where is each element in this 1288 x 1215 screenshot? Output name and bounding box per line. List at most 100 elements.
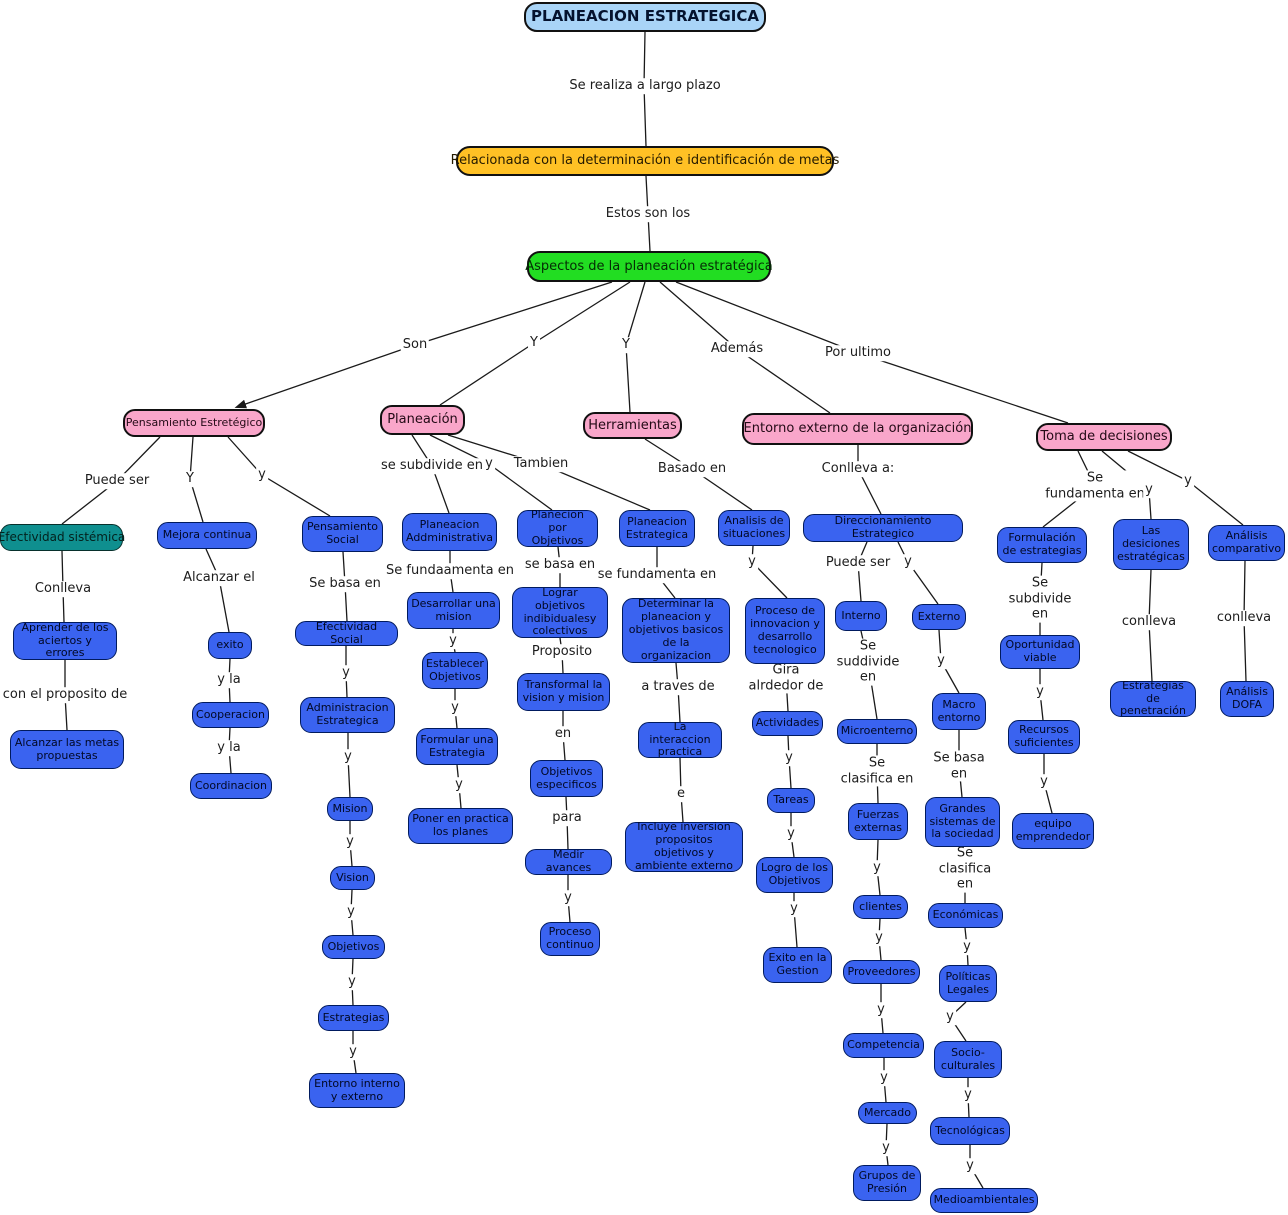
link-label[interactable]: y xyxy=(785,826,797,842)
node-tareas[interactable]: Tareas xyxy=(767,788,815,813)
node-equipo-emprendedor[interactable]: equipo emprendedor xyxy=(1012,813,1094,849)
link-label[interactable]: e xyxy=(675,786,687,802)
node-planecion-por-objetivos[interactable]: Planecion por Objetivos xyxy=(517,508,598,547)
node-analisis-dofa[interactable]: Análisis DOFA xyxy=(1220,681,1274,717)
node-economicas[interactable]: Económicas xyxy=(928,903,1003,928)
link-label[interactable]: y xyxy=(1143,482,1155,498)
link-label[interactable]: Proposito xyxy=(529,644,595,660)
link-label[interactable]: y xyxy=(875,1002,887,1018)
link-label[interactable]: con el proposito de xyxy=(0,687,130,703)
link-label[interactable]: y xyxy=(962,1087,974,1103)
node-socio-culturales[interactable]: Socio-culturales xyxy=(934,1041,1002,1078)
node-aprender-aciertos[interactable]: Aprender de los aciertos y errores xyxy=(13,621,117,660)
link-label[interactable]: y xyxy=(878,1070,890,1086)
link-label[interactable]: y xyxy=(449,700,461,716)
link-label[interactable]: y xyxy=(344,834,356,850)
node-objetivos[interactable]: Objetivos xyxy=(322,935,385,959)
node-entorno-interno-externo[interactable]: Entorno interno y externo xyxy=(309,1073,405,1108)
node-exito-gestion[interactable]: Exito en la Gestion xyxy=(763,947,832,983)
link-label[interactable]: y xyxy=(783,750,795,766)
node-tecnologicas[interactable]: Tecnológicas xyxy=(930,1117,1010,1145)
link-label[interactable]: y xyxy=(453,777,465,793)
node-interno[interactable]: Interno xyxy=(835,601,887,631)
node-politicas-legales[interactable]: Políticas Legales xyxy=(939,965,997,1002)
node-establecer-objetivos[interactable]: Establecer Objetivos xyxy=(422,652,488,689)
link-label[interactable]: y xyxy=(256,467,268,483)
node-transformal[interactable]: Transformal la vision y mision xyxy=(517,673,610,711)
link-label[interactable]: Conlleva xyxy=(32,581,94,597)
link-label[interactable]: y xyxy=(873,930,885,946)
node-aspectos[interactable]: Aspectos de la planeación estratégica xyxy=(525,251,773,282)
link-label[interactable]: Son xyxy=(400,337,430,353)
link-label[interactable]: Se realiza a largo plazo xyxy=(567,78,723,94)
link-label[interactable]: Se basa en xyxy=(931,750,987,782)
node-mision[interactable]: Mision xyxy=(327,797,373,821)
link-label[interactable]: Se clasifica en xyxy=(838,755,916,787)
node-relacionada-metas[interactable]: Relacionada con la determinación e ident… xyxy=(451,146,839,176)
node-competencia[interactable]: Competencia xyxy=(843,1033,924,1058)
link-label[interactable]: Se fundaamenta en xyxy=(384,563,516,579)
node-logro-objetivos[interactable]: Logro de los Objetivos xyxy=(756,857,833,893)
link-label[interactable]: Y xyxy=(184,471,196,487)
node-macro-entorno[interactable]: Macro entorno xyxy=(932,693,986,730)
link-label[interactable]: y xyxy=(961,939,973,955)
node-mercado[interactable]: Mercado xyxy=(858,1102,917,1124)
node-fuerzas-externas[interactable]: Fuerzas externas xyxy=(848,803,908,840)
link-label[interactable]: y xyxy=(1034,684,1046,700)
link-label[interactable]: y xyxy=(964,1158,976,1174)
node-medir-avances[interactable]: Medir avances xyxy=(525,848,612,875)
node-formular-estrategia[interactable]: Formular una Estrategia xyxy=(416,728,498,765)
node-proceso-continuo[interactable]: Proceso continuo xyxy=(540,922,600,956)
link-label[interactable]: y xyxy=(1182,473,1194,489)
link-label[interactable]: y xyxy=(342,749,354,765)
node-analisis-situaciones[interactable]: Analisis de situaciones xyxy=(718,510,790,546)
node-grupos-presion[interactable]: Grupos de Presión xyxy=(853,1165,921,1201)
node-clientes[interactable]: clientes xyxy=(853,895,908,919)
node-estrategias-penetracion[interactable]: Estrategias de penetración xyxy=(1110,679,1196,717)
node-planeacion-estrategica-root[interactable]: PLANEACION ESTRATEGICA xyxy=(524,2,766,32)
link-label[interactable]: a traves de xyxy=(639,679,717,695)
link-label[interactable]: y xyxy=(944,1009,956,1025)
link-label[interactable]: Por ultimo xyxy=(823,345,893,361)
node-administracion-estrategica[interactable]: Administracion Estrategica xyxy=(300,697,395,733)
link-label[interactable]: y xyxy=(935,653,947,669)
link-label[interactable]: Gíra alrdedor de xyxy=(746,662,826,694)
link-label[interactable]: Tambien xyxy=(511,456,571,472)
link-label[interactable]: en xyxy=(552,726,574,742)
link-label[interactable]: Puede ser xyxy=(82,473,152,489)
link-label[interactable]: Además xyxy=(708,341,766,357)
link-label[interactable]: conlleva xyxy=(1214,610,1274,626)
link-label[interactable]: y xyxy=(788,901,800,917)
node-efectividad-sistemica[interactable]: Efectividad sistémica xyxy=(0,524,125,551)
link-label[interactable]: Conlleva a: xyxy=(819,461,897,477)
node-direccionamiento-estrategico[interactable]: Direccionamiento Estrategico xyxy=(803,514,963,542)
link-label[interactable]: Se clasifica en xyxy=(936,845,994,893)
node-toma-decisiones[interactable]: Toma de decisiones xyxy=(1036,423,1172,451)
link-label[interactable]: y xyxy=(346,974,358,990)
link-label[interactable]: y xyxy=(871,860,883,876)
node-incluye-inversion[interactable]: Incluye inversion propositos objetivos y… xyxy=(625,820,743,872)
node-microenterno[interactable]: Microenterno xyxy=(837,719,917,744)
link-label[interactable]: Estos son los xyxy=(603,206,693,222)
link-label[interactable]: y la xyxy=(215,740,243,756)
link-label[interactable]: Se subdivide en xyxy=(1006,575,1074,623)
node-herramientas[interactable]: Herramientas xyxy=(583,412,682,439)
link-label[interactable]: y xyxy=(746,554,758,570)
link-label[interactable]: Alcanzar el xyxy=(181,570,257,586)
link-label[interactable]: y xyxy=(483,456,495,472)
link-label[interactable]: y xyxy=(447,633,459,649)
node-oportunidad-viable[interactable]: Oportunidad viable xyxy=(1000,635,1080,669)
link-label[interactable]: Se suddivide en xyxy=(834,638,902,686)
link-label[interactable]: se fundamenta en xyxy=(595,567,719,583)
node-objetivos-especificos[interactable]: Objetivos especificos xyxy=(530,760,603,797)
node-desarrollar-mision[interactable]: Desarrollar una mision xyxy=(407,592,500,629)
link-label[interactable]: y xyxy=(1038,774,1050,790)
link-label[interactable]: y xyxy=(562,890,574,906)
link-label[interactable]: y xyxy=(347,1044,359,1060)
node-pensamiento-estretegico[interactable]: Pensamiento Estretégico xyxy=(123,409,265,437)
link-label[interactable]: conlleva xyxy=(1119,614,1179,630)
node-proveedores[interactable]: Proveedores xyxy=(843,960,920,984)
node-entorno-externo[interactable]: Entorno externo de la organización xyxy=(742,413,973,445)
node-poner-en-practica[interactable]: Poner en practica los planes xyxy=(408,808,513,844)
node-alcanzar-metas[interactable]: Alcanzar las metas propuestas xyxy=(10,730,124,769)
